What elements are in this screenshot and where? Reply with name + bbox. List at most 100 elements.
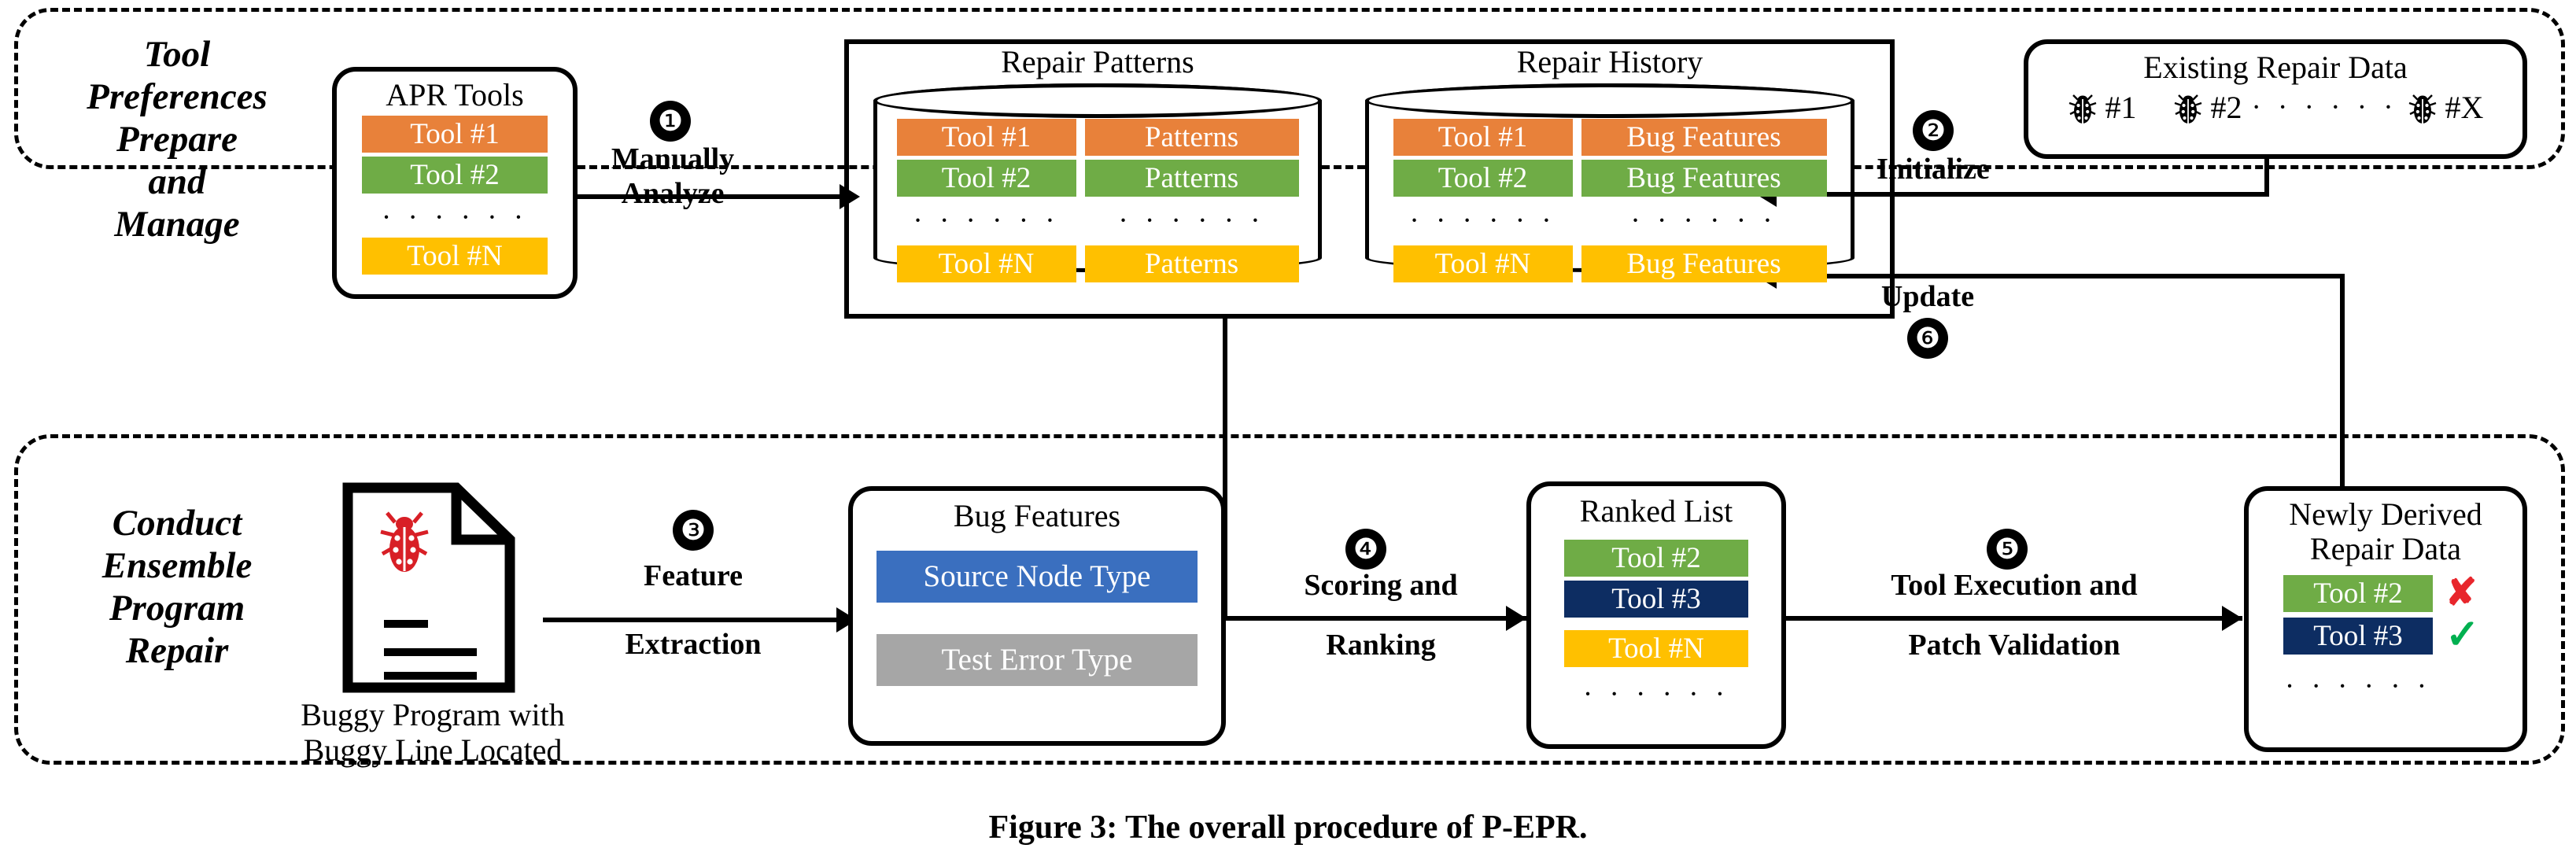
cell-value: · · · · · · <box>1118 205 1265 237</box>
step-label-4: Scoring and Ranking <box>1251 568 1511 662</box>
table-row[interactable]: Tool #1 Bug Features <box>1369 119 1851 156</box>
cell-value: Bug Features <box>1581 119 1827 156</box>
bug-label: #2 <box>2210 90 2242 125</box>
existing-repair-data-card[interactable]: Existing Repair Data #1 <box>2024 39 2527 159</box>
phase-title-line: Preferences <box>87 76 268 117</box>
bug-icon <box>2173 90 2203 125</box>
arrow-head-step1 <box>840 184 860 209</box>
phase-title-line: Prepare <box>116 119 238 160</box>
step-label-line: Analyze <box>621 177 725 210</box>
step-badge-6: ❻ <box>1907 318 1948 359</box>
cylinder-top-ellipse <box>1365 83 1854 118</box>
step-label-6: Update <box>1825 279 2030 314</box>
table-row[interactable]: Tool #2 Bug Features <box>1369 160 1851 197</box>
repair-patterns-cylinder[interactable]: Repair Patterns Tool #1 Patterns Tool #2… <box>873 46 1322 282</box>
cell-value: Patterns <box>1084 245 1299 282</box>
arrow-line-step2-horz <box>1777 192 2269 197</box>
arrow-line-step5 <box>1786 616 2242 621</box>
bug-feature-chip[interactable]: Test Error Type <box>877 634 1198 686</box>
bug-icon <box>2408 90 2438 125</box>
newly-derived-row[interactable]: Tool #3 ✓ <box>2283 615 2522 656</box>
figure-caption: Figure 3: The overall procedure of P-EPR… <box>988 810 1588 846</box>
table-row[interactable]: Tool #2 Patterns <box>877 160 1318 197</box>
ranked-list-title: Ranked List <box>1579 493 1733 529</box>
ranked-list-chip[interactable]: Tool #3 <box>1564 581 1748 618</box>
step-label-1: Manually Analyze <box>594 142 751 211</box>
newly-derived-repair-data-card[interactable]: Newly Derived Repair Data Tool #2 ✘ Tool… <box>2244 486 2527 752</box>
connector-knowledge-to-scoring <box>1223 319 1227 618</box>
cell-value: Bug Features <box>1581 160 1827 197</box>
ranked-list-card[interactable]: Ranked List Tool #2 Tool #3 Tool #N · · … <box>1526 481 1786 749</box>
section-title-tool-preferences: Tool Preferences Prepare and Manage <box>47 33 307 245</box>
newly-derived-title-line: Repair Data <box>2309 531 2462 566</box>
existing-repair-data-ellipsis: · · · · · · <box>2251 91 2398 124</box>
ranked-list-chip[interactable]: Tool #2 <box>1564 540 1748 577</box>
step-badge-2: ❷ <box>1913 110 1954 151</box>
table-row[interactable]: Tool #N Bug Features <box>1369 245 1851 282</box>
cell-tool: Tool #N <box>1393 245 1573 282</box>
buggy-program-caption: Buggy Program with Buggy Line Located <box>260 697 606 768</box>
cell-value: Bug Features <box>1581 245 1827 282</box>
step-badge-4: ❹ <box>1345 529 1386 570</box>
cell-tool: Tool #1 <box>896 119 1076 156</box>
bug-icon <box>2068 90 2098 125</box>
cell-tool: · · · · · · <box>1409 205 1556 237</box>
bug-label: #X <box>2445 90 2484 125</box>
step-label-line: Initialize <box>1877 153 1990 186</box>
phase-title-line: Tool <box>143 34 211 75</box>
apr-tools-ellipsis: · · · · · · <box>381 201 529 234</box>
newly-derived-row[interactable]: Tool #2 ✘ <box>2283 574 2522 612</box>
step-label-3: Feature Extraction <box>595 559 792 662</box>
step-label-2: Initialize <box>1831 152 2035 186</box>
section-panel-ensemble-repair <box>14 434 2565 765</box>
phase-title-line: and <box>148 161 206 202</box>
phase-title-line: Conduct <box>112 503 242 544</box>
step-badge-3: ❸ <box>673 510 714 551</box>
repair-history-title: Repair History <box>1516 44 1703 79</box>
phase-title-line: Program <box>109 588 245 629</box>
bug-feature-chip[interactable]: Source Node Type <box>877 551 1198 603</box>
ranked-list-chip[interactable]: Tool #N <box>1564 630 1748 667</box>
repair-history-cylinder[interactable]: Repair History Tool #1 Bug Features Tool… <box>1365 44 1854 282</box>
step-label-line: Extraction <box>625 628 762 661</box>
ranked-list-ellipsis: · · · · · · <box>1582 678 1730 710</box>
table-row-ellipsis: · · · · · · · · · · · · <box>1369 205 1851 237</box>
arrow-line-step6-vert <box>2340 274 2345 503</box>
buggy-program-icon <box>338 481 519 694</box>
cell-tool: Tool #2 <box>1393 160 1573 197</box>
apr-tool-chip[interactable]: Tool #2 <box>362 157 548 194</box>
cell-value: Patterns <box>1084 160 1299 197</box>
cell-tool: Tool #N <box>896 245 1076 282</box>
step-badge-1: ❶ <box>650 101 691 142</box>
apr-tool-chip[interactable]: Tool #N <box>362 238 548 275</box>
cell-tool: · · · · · · <box>913 205 1060 237</box>
bug-features-card[interactable]: Bug Features Source Node Type Test Error… <box>848 486 1226 746</box>
step-label-line: Ranking <box>1326 629 1436 662</box>
cell-value: · · · · · · <box>1630 205 1777 237</box>
buggy-program-caption-line: Buggy Line Located <box>303 732 563 768</box>
phase-title-line: Repair <box>125 630 229 671</box>
apr-tool-chip[interactable]: Tool #1 <box>362 116 548 153</box>
step-label-5: Tool Execution and Patch Validation <box>1802 568 2227 662</box>
table-row[interactable]: Tool #1 Patterns <box>877 119 1318 156</box>
newly-derived-chip: Tool #2 <box>2283 574 2433 612</box>
arrow-line-step4 <box>1226 616 1526 621</box>
cell-tool: Tool #2 <box>896 160 1076 197</box>
apr-tools-title: APR Tools <box>386 77 524 112</box>
arrow-head-step4 <box>1506 606 1526 631</box>
repair-knowledge-container <box>844 39 1895 319</box>
apr-tools-card[interactable]: APR Tools Tool #1 Tool #2 · · · · · · To… <box>332 67 578 299</box>
table-row-ellipsis: · · · · · · · · · · · · <box>877 205 1318 237</box>
step-badge-5: ❺ <box>1987 529 2028 570</box>
phase-title-line: Ensemble <box>101 545 253 586</box>
arrow-line-step1 <box>578 194 841 199</box>
buggy-program-caption-line: Buggy Program with <box>301 697 565 732</box>
step-label-line: Patch Validation <box>1908 629 2120 662</box>
arrow-head-step5 <box>2222 606 2242 631</box>
arrow-line-step6-horz <box>1777 274 2345 278</box>
step-label-line: Feature <box>644 559 743 592</box>
bug-label: #1 <box>2105 90 2137 125</box>
table-row[interactable]: Tool #N Patterns <box>877 245 1318 282</box>
step-label-line: Manually <box>611 142 735 175</box>
